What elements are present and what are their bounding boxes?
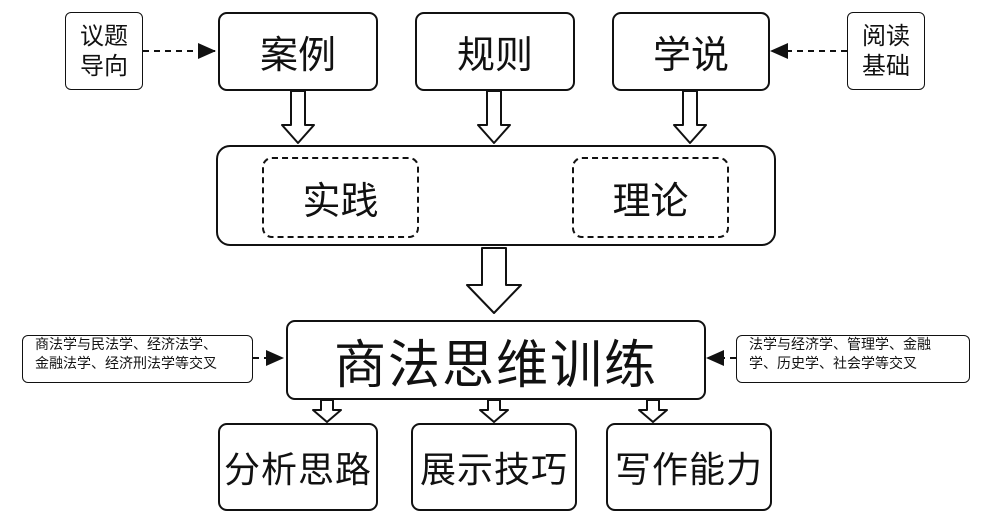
outcome-presentation-box: 展示技巧 xyxy=(411,423,577,511)
doctrine-box: 学说 xyxy=(612,12,770,91)
reading-basis-line-1: 阅读 xyxy=(862,22,910,50)
right-cross-discipline-note: 法学与经济学、管理学、金融 学、历史学、社会学等交叉 xyxy=(736,335,970,383)
case-box: 案例 xyxy=(218,12,378,91)
left-cross-discipline-note: 商法学与民法学、经济法学、 金融法学、经济刑法学等交叉 xyxy=(22,335,253,383)
outcome-presentation-label: 展示技巧 xyxy=(419,450,568,491)
down-arrow-outcome-1 xyxy=(312,399,342,423)
down-arrow-outcome-2 xyxy=(479,399,509,423)
reading-basis-box: 阅读 基础 xyxy=(847,12,925,90)
outcome-writing-box: 写作能力 xyxy=(606,423,772,511)
core-training-label: 商法思维训练 xyxy=(333,335,658,396)
practice-theory-container xyxy=(216,145,776,246)
down-arrow-case xyxy=(281,90,315,144)
left-note-line-1: 商法学与民法学、经济法学、 xyxy=(35,337,217,353)
down-arrow-doctrine xyxy=(673,90,707,144)
right-note-line-1: 法学与经济学、管理学、金融 xyxy=(749,337,931,353)
theory-label: 理论 xyxy=(612,179,689,223)
practice-label: 实践 xyxy=(302,179,379,223)
doctrine-label: 学说 xyxy=(652,33,729,77)
core-training-box: 商法思维训练 xyxy=(286,320,706,400)
down-arrow-rule xyxy=(477,90,511,144)
topic-guidance-line-1: 议题 xyxy=(80,22,128,50)
rule-box: 规则 xyxy=(415,12,575,91)
rule-label: 规则 xyxy=(456,33,533,77)
reading-basis-line-2: 基础 xyxy=(862,52,910,80)
down-arrow-outcome-3 xyxy=(638,399,668,423)
outcome-analysis-box: 分析思路 xyxy=(218,423,378,511)
case-label: 案例 xyxy=(259,33,336,77)
outcome-writing-label: 写作能力 xyxy=(614,450,763,491)
left-note-line-2: 金融法学、经济刑法学等交叉 xyxy=(35,356,217,372)
theory-box: 理论 xyxy=(572,157,729,238)
topic-guidance-line-2: 导向 xyxy=(80,52,128,80)
down-arrow-to-core xyxy=(466,247,522,314)
practice-box: 实践 xyxy=(262,157,419,238)
right-note-line-2: 学、历史学、社会学等交叉 xyxy=(749,356,917,372)
topic-guidance-box: 议题 导向 xyxy=(65,12,143,90)
outcome-analysis-label: 分析思路 xyxy=(223,450,372,491)
